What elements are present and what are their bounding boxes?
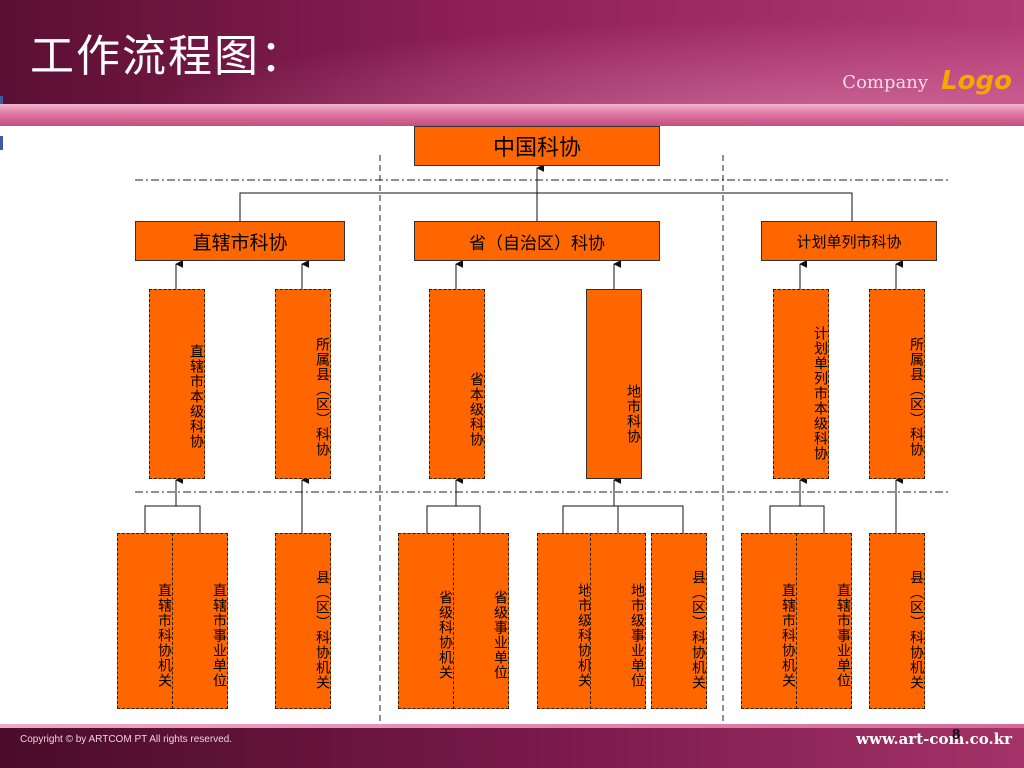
left-accent-mark xyxy=(0,136,3,150)
node-planned-own-level: 计划单列市本级科协 xyxy=(773,289,829,479)
node-provincial-organ: 省级科协机关 xyxy=(398,533,454,709)
footer-accent xyxy=(0,724,1024,728)
node-provincial-own-level: 省本级科协 xyxy=(429,289,485,479)
node-root: 中国科协 xyxy=(414,126,660,166)
node-planned-organ: 直辖市科协机关 xyxy=(741,533,797,709)
node-prefecture-county-organ: 县（区）科协机关 xyxy=(651,533,707,709)
node-provincial-unit: 省级事业单位 xyxy=(453,533,509,709)
header-glow xyxy=(0,0,1024,104)
node-planned-unit: 直辖市事业单位 xyxy=(796,533,852,709)
page-title: 工作流程图： xyxy=(30,31,306,82)
node-municipal-county-organ: 县（区）科协机关 xyxy=(275,533,331,709)
logo: Logo xyxy=(941,66,1012,96)
node-municipal-organ: 直辖市科协机关 xyxy=(117,533,173,709)
website-link[interactable]: www.art-com.co.kr xyxy=(856,730,1012,748)
page-number: 8 xyxy=(952,726,961,743)
node-prefecture-unit: 地市级事业单位 xyxy=(590,533,646,709)
node-municipal-county: 所属县（区）科协 xyxy=(275,289,331,479)
node-prefecture-organ: 地市级科协机关 xyxy=(537,533,593,709)
node-municipal-own-level: 直辖市本级科协 xyxy=(149,289,205,479)
node-planned-city-association: 计划单列市科协 xyxy=(761,221,937,261)
node-provincial-association: 省（自治区）科协 xyxy=(414,221,660,261)
footer-bar xyxy=(0,728,1024,768)
node-prefecture: 地市科协 xyxy=(586,289,642,479)
node-municipal-unit: 直辖市事业单位 xyxy=(172,533,228,709)
node-planned-county-organ: 县（区）科协机关 xyxy=(869,533,925,709)
header-band xyxy=(0,104,1024,126)
node-planned-county: 所属县（区）科协 xyxy=(869,289,925,479)
header-bar xyxy=(0,0,1024,104)
node-municipal-association: 直辖市科协 xyxy=(135,221,345,261)
company-label: Company xyxy=(842,72,928,93)
left-accent-mark xyxy=(0,96,3,104)
copyright-text: Copyright © by ARTCOM PT All rights rese… xyxy=(20,734,233,745)
